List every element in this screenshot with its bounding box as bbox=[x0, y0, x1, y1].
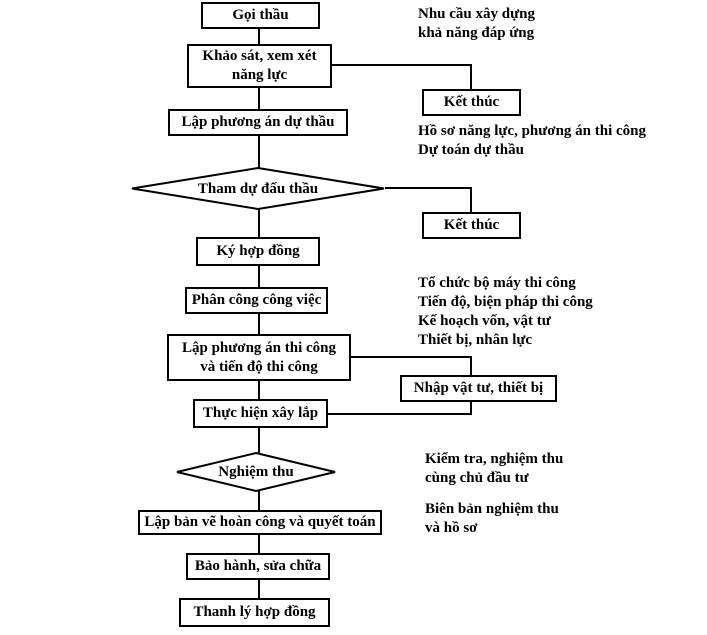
node-goi-thau[interactable]: Gọi thầu bbox=[201, 2, 320, 29]
connector-thamdu-ketthuc2-horizontal bbox=[385, 187, 472, 189]
node-nhap-vat-tu-thiet-bi[interactable]: Nhập vật tư, thiết bị bbox=[400, 375, 557, 402]
node-tham-du-dau-thau[interactable]: Tham dự đấu thầu bbox=[131, 166, 385, 211]
diamond-shape bbox=[176, 451, 336, 493]
note-ho-so-nang-luc: Hồ sơ năng lực, phương án thi công Dự to… bbox=[418, 123, 647, 158]
connector-thuchien-nghiemthu bbox=[258, 428, 260, 453]
connector-lapbanve-baohanh bbox=[258, 535, 260, 553]
node-thanh-ly-hop-dong[interactable]: Thanh lý hợp đồng bbox=[179, 598, 330, 627]
node-label: Nghiệm thu bbox=[218, 464, 294, 480]
node-bao-hanh-sua-chua[interactable]: Bảo hành, sửa chữa bbox=[186, 553, 330, 580]
node-khao-sat-xem-xet-nang-luc[interactable]: Khảo sát, xem xét năng lực bbox=[187, 44, 332, 88]
node-ket-thuc-2[interactable]: Kết thúc bbox=[422, 212, 521, 239]
node-lap-ban-ve-hoan-cong-va-quyet-toan[interactable]: Lập bản vẽ hoàn công và quyết toán bbox=[138, 510, 382, 535]
node-ky-hop-dong[interactable]: Ký hợp đồng bbox=[196, 237, 320, 266]
note-bien-ban-nghiem-thu: Biên bản nghiệm thu và hồ sơ bbox=[425, 501, 559, 536]
connector-kyhopdong-phancong bbox=[258, 265, 260, 287]
connector-goithau-khaosat bbox=[258, 28, 260, 44]
connector-phancong-lapphuongan-thicong bbox=[258, 313, 260, 335]
connector-thamdu-ketthuc2-vertical bbox=[470, 187, 472, 212]
note-kiem-tra-nghiem-thu: Kiểm tra, nghiệm thu cùng chủ đầu tư bbox=[425, 451, 564, 486]
connector-khaosat-lapphuongan bbox=[258, 87, 260, 109]
diamond-shape bbox=[131, 166, 385, 211]
node-ket-thuc-1[interactable]: Kết thúc bbox=[422, 89, 521, 116]
node-thuc-hien-xay-lap[interactable]: Thực hiện xây lắp bbox=[193, 399, 328, 428]
note-nhu-cau-xay-dung: Nhu cầu xây dựng khả năng đáp ứng bbox=[418, 6, 535, 41]
connector-baohanh-thanhly bbox=[258, 580, 260, 598]
connector-lapphuongan-thamdu bbox=[258, 135, 260, 168]
connector-khaosat-ketthuc1-horizontal bbox=[332, 64, 472, 66]
connector-khaosat-ketthuc1-vertical bbox=[470, 64, 472, 89]
node-lap-phuong-an-thi-cong[interactable]: Lập phương án thi công và tiến độ thi cô… bbox=[167, 334, 351, 381]
node-nghiem-thu[interactable]: Nghiệm thu bbox=[176, 451, 336, 493]
connector-thamdu-kyhopdong bbox=[258, 209, 260, 237]
connector-lapphuongan-thuchien bbox=[258, 380, 260, 399]
connector-nghiemthu-lapbanve bbox=[258, 491, 260, 511]
connector-lapphuongan-loop-top bbox=[351, 356, 472, 358]
note-to-chuc-bo-may: Tổ chức bộ máy thi công Tiến độ, biện ph… bbox=[418, 275, 593, 348]
node-lap-phuong-an-du-thau[interactable]: Lập phương án dự thầu bbox=[168, 109, 348, 136]
node-label: Tham dự đấu thầu bbox=[197, 180, 319, 197]
connector-loop-bottom-to-thuchien bbox=[328, 413, 472, 415]
node-phan-cong-cong-viec[interactable]: Phân công công việc bbox=[185, 287, 328, 314]
